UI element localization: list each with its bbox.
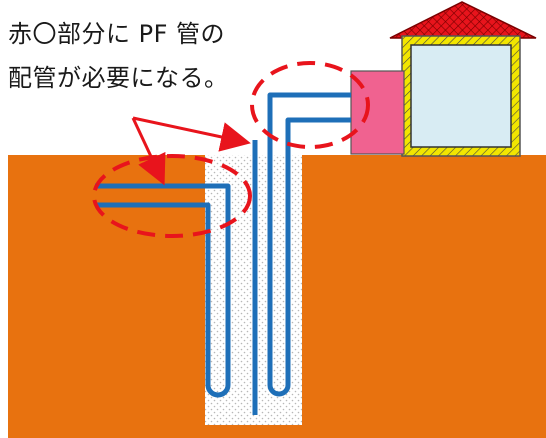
pipe-loop-left (95, 183, 231, 398)
highlight-ellipse-lower (92, 154, 252, 238)
caption-line-1: 赤〇部分に PF 管の (8, 20, 226, 48)
arrow-to-lower (131, 117, 166, 186)
arrows (131, 116, 251, 186)
arrow-to-upper (132, 116, 251, 152)
house-roof (389, 1, 537, 39)
pipes (95, 92, 351, 415)
pipe-loop-right (267, 92, 351, 397)
caption-line-2: 配管が必要になる。 (8, 64, 229, 92)
highlight-ellipse-upper (250, 61, 370, 149)
caption: 赤〇部分に PF 管の 配管が必要になる。 (8, 12, 229, 100)
house-icon (389, 1, 537, 157)
house-window (410, 44, 512, 148)
